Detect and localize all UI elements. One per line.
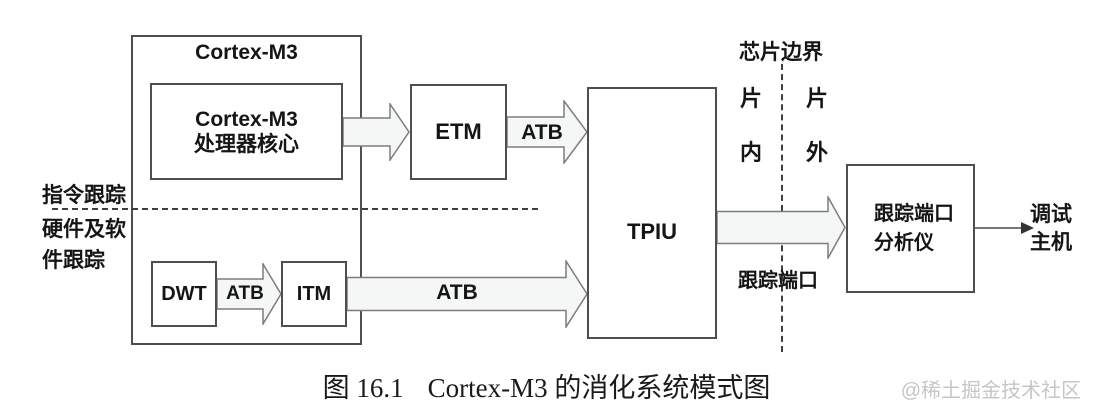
analyzer-box-label-line2: 分析仪 [874,231,934,254]
chip-boundary-label: 芯片边界 [739,41,823,64]
cortex-m3-container-label: Cortex-M3 [195,41,298,64]
cortex-m3-core-box: Cortex-M3 处理器核心 [150,83,343,180]
on-chip-label: 片内 [739,86,762,165]
core-box-label-line2: 处理器核心 [194,132,299,156]
dwt-to-itm-arrow [217,263,282,325]
atb-label-dwt-itm: ATB [226,283,264,304]
etm-box: ETM [410,84,507,180]
itm-box-label: ITM [296,282,332,305]
dwt-box-label: DWT [161,282,207,305]
analyzer-to-host-arrow [975,222,1034,234]
core-box-label-line1: Cortex-M3 [195,107,298,131]
dwt-box: DWT [151,261,217,327]
figure-caption: 图 16.1 Cortex-M3 的消化系统模式图 [0,366,1093,405]
atb-label-itm-tpiu: ATB [436,281,478,304]
itm-to-tpiu-arrow [347,260,588,328]
etm-to-tpiu-arrow [507,100,588,164]
trace-port-analyzer-box: 跟踪端口 分析仪 [846,164,975,293]
atb-label-etm-tpiu: ATB [521,121,563,144]
tpiu-box-label: TPIU [626,219,678,244]
tpiu-to-analyzer-arrow [717,196,846,259]
chip-boundary-dashed-line [781,64,783,352]
figure-caption-title: Cortex-M3 的消化系统模式图 [427,373,771,403]
off-chip-label: 片外 [805,86,828,165]
watermark-text: @稀土掘金技术社区 [900,380,1081,402]
instruction-trace-label: 指令跟踪 [42,184,126,207]
etm-box-label: ETM [435,119,482,144]
debug-host-label: 调试主机 [1030,203,1072,254]
itm-box: ITM [281,261,347,327]
tpiu-box: TPIU [587,87,717,339]
trace-port-label: 跟踪端口 [738,270,818,292]
trace-divider-dashed-line [52,208,538,210]
figure-caption-number: 图 16.1 [322,373,404,403]
analyzer-box-label-line1: 跟踪端口 [874,202,954,225]
hw-sw-trace-label: 硬件及软件跟踪 [42,218,126,272]
core-to-etm-arrow [343,103,410,161]
